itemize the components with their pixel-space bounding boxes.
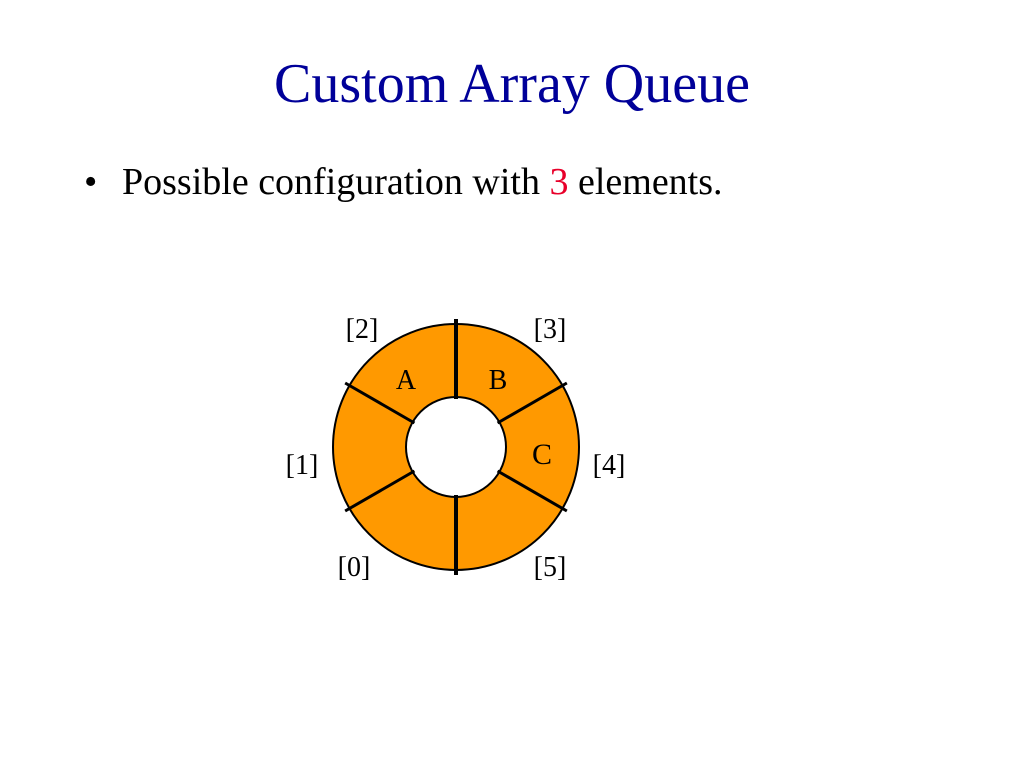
divider-4-5 [496, 469, 568, 513]
slot-label-3: [3] [534, 314, 567, 345]
slot-label-4: [4] [593, 450, 626, 481]
ring-body [331, 323, 581, 571]
slot-label-1: [1] [286, 450, 319, 481]
bullet-item: • Possible configuration with 3 elements. [84, 156, 723, 208]
slot-dividers [344, 319, 568, 575]
divider-1-2 [344, 381, 416, 425]
bullet-text-start: Possible configuration with [122, 161, 550, 203]
bullet-list: • Possible configuration with 3 elements. [84, 156, 723, 208]
slide-title: Custom Array Queue [274, 53, 750, 115]
queue-ring [331, 323, 581, 571]
element-a: A [396, 365, 417, 396]
divider-3-4 [496, 381, 568, 425]
element-c: C [532, 438, 552, 471]
bullet-marker: • [84, 161, 98, 203]
divider-0-1 [344, 469, 416, 513]
slot-label-5: [5] [534, 552, 567, 583]
slot-label-2: [2] [346, 314, 379, 345]
bullet-text-end: elements. [568, 161, 723, 203]
slot-label-0: [0] [338, 552, 371, 583]
element-count: 3 [549, 161, 569, 203]
element-b: B [489, 365, 508, 396]
